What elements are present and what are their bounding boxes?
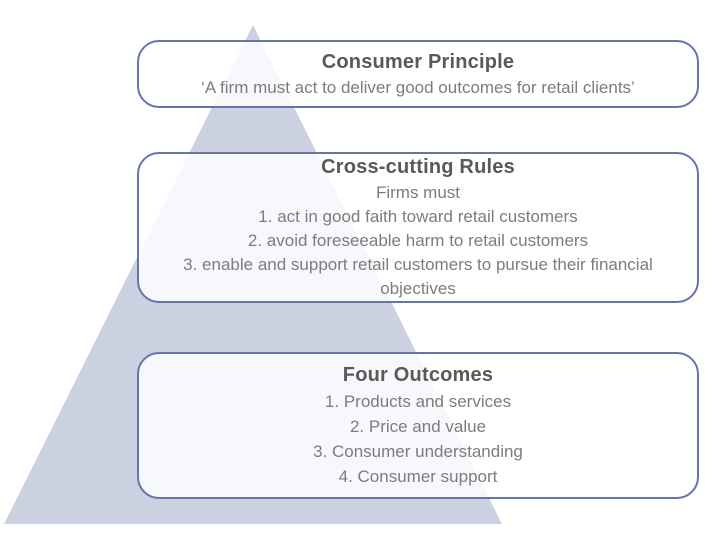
cross-cutting-rules-box: Cross-cutting Rules Firms must 1. act in…	[137, 152, 699, 303]
four-outcomes-title: Four Outcomes	[342, 364, 494, 386]
cross-cutting-rules-intro: Firms must	[375, 183, 461, 202]
cross-cutting-rule-1: 1. act in good faith toward retail custo…	[258, 207, 578, 226]
consumer-principle-title: Consumer Principle	[321, 50, 515, 73]
outcome-3: 3. Consumer understanding	[313, 442, 523, 461]
cross-cutting-rule-3: 3. enable and support retail customers t…	[183, 255, 653, 298]
consumer-principle-statement: ‘A firm must act to deliver good outcome…	[201, 77, 635, 97]
outcome-1: 1. Products and services	[324, 392, 512, 411]
consumer-principle-box: Consumer Principle ‘A firm must act to d…	[137, 40, 699, 108]
outcome-4: 4. Consumer support	[338, 467, 498, 486]
cross-cutting-rules-title: Cross-cutting Rules	[321, 156, 515, 178]
outcome-2: 2. Price and value	[349, 417, 487, 436]
four-outcomes-box: Four Outcomes 1. Products and services 2…	[137, 352, 699, 499]
cross-cutting-rule-2: 2. avoid foreseeable harm to retail cust…	[247, 231, 589, 250]
